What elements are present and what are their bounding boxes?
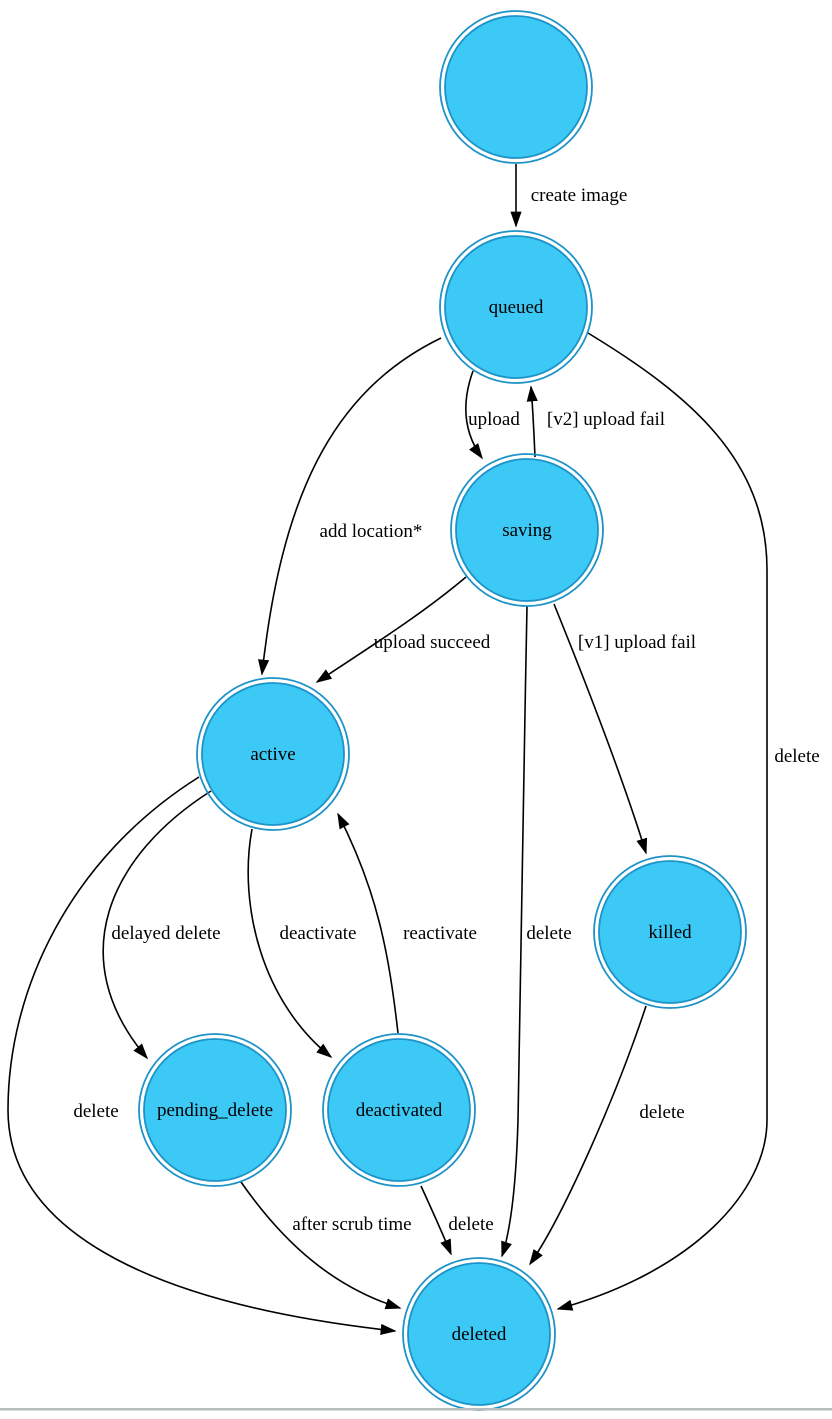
- edge-queued-saving: [465, 370, 483, 460]
- state-node-active: active: [196, 677, 350, 831]
- edge-label-upload: upload: [468, 409, 520, 430]
- edge-label-reactivate: reactivate: [403, 923, 477, 944]
- edge-label-layer: create image upload [v2] upload fail add…: [73, 185, 819, 1235]
- state-node-queued: queued: [439, 230, 593, 384]
- edge-label-delete-active: delete: [73, 1101, 118, 1122]
- edge-pending-delete-deleted: [240, 1181, 402, 1310]
- bottom-divider: [0, 1408, 832, 1411]
- edge-active-deactivated: [247, 828, 333, 1058]
- edge-saving-active: [315, 576, 467, 683]
- edge-queued-active: [257, 337, 442, 676]
- edge-label-delete-killed: delete: [639, 1102, 684, 1123]
- state-label-saving: saving: [502, 520, 552, 541]
- state-node-pending-delete: pending_delete: [138, 1033, 292, 1187]
- edge-saving-deleted: [501, 605, 528, 1258]
- edge-queued-deleted: [556, 332, 768, 1311]
- edge-label-add-location: add location*: [320, 521, 423, 542]
- edge-label-upload-succeed: upload succeed: [374, 632, 491, 653]
- edge-label-v2-upload-fail: [v2] upload fail: [547, 409, 665, 430]
- edge-deactivated-deleted: [420, 1185, 452, 1256]
- edge-label-delayed-delete: delayed delete: [111, 923, 220, 944]
- edge-label-v1-upload-fail: [v1] upload fail: [578, 632, 696, 653]
- state-label-queued: queued: [489, 297, 544, 318]
- state-label-deleted: deleted: [452, 1324, 507, 1345]
- state-node-deleted: deleted: [402, 1257, 556, 1411]
- state-label-pending-delete: pending_delete: [157, 1100, 273, 1121]
- node-layer: queued saving active killed pending_dele…: [138, 10, 747, 1411]
- edge-label-delete-queued: delete: [774, 746, 819, 767]
- edge-label-delete-deactivated: delete: [448, 1214, 493, 1235]
- state-label-active: active: [250, 744, 295, 765]
- edge-label-create-image: create image: [531, 185, 628, 206]
- state-label-killed: killed: [648, 922, 692, 943]
- edge-label-deactivate: deactivate: [279, 923, 356, 944]
- edge-label-delete-saving: delete: [526, 923, 571, 944]
- state-node-saving: saving: [450, 453, 604, 607]
- state-node-killed: killed: [593, 855, 747, 1009]
- edge-saving-killed: [553, 603, 648, 855]
- edge-killed-deleted: [529, 1005, 647, 1266]
- state-node-start: [439, 10, 593, 164]
- edge-layer: [7, 164, 768, 1335]
- state-label-deactivated: deactivated: [356, 1100, 443, 1121]
- edge-active-pending-delete: [102, 790, 212, 1060]
- edge-label-after-scrub-time: after scrub time: [292, 1214, 411, 1235]
- edge-deactivated-active: [337, 812, 399, 1034]
- edge-active-deleted: [7, 776, 397, 1335]
- edge-saving-queued: [526, 385, 538, 458]
- state-node-deactivated: deactivated: [322, 1033, 476, 1187]
